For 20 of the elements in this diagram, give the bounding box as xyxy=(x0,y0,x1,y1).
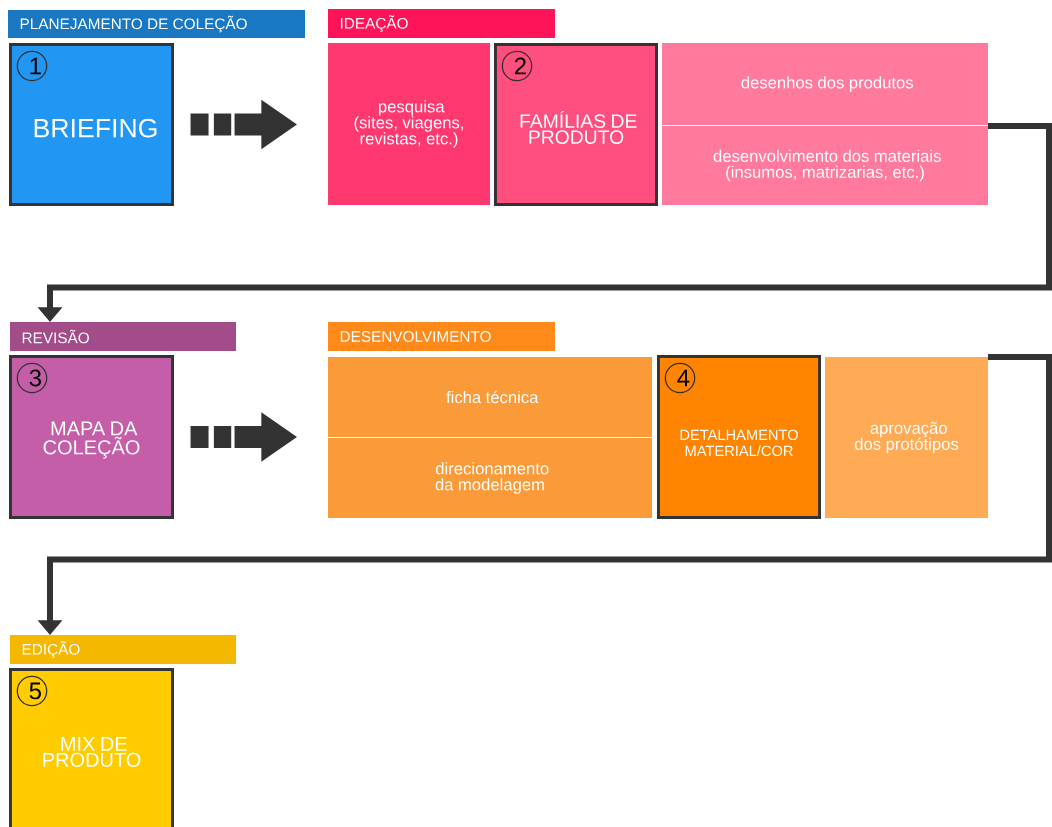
step-box: 2 FAMÍLIAS DE PRODUTO xyxy=(494,43,658,206)
section-band: REVISÃO xyxy=(10,322,236,351)
process-box: aprovação dos protótipos xyxy=(825,357,988,518)
step-box: 1 BRIEFING xyxy=(9,43,174,206)
step-box: 4 DETALHAMENTO MATERIAL/COR xyxy=(657,355,821,519)
process-box: ficha técnica xyxy=(328,357,652,437)
node-label: direcionamento da modelagem xyxy=(435,462,549,494)
process-box: desenvolvimento dos materiais (insumos, matrizarias, etc.) xyxy=(662,126,988,205)
process-box: pesquisa (sites, viagens, revistas, etc.) xyxy=(328,43,490,205)
step-box: 3 MAPA DA COLEÇÃO xyxy=(9,355,174,519)
section-band: DESENVOLVIMENTO xyxy=(328,322,555,351)
process-box: desenhos dos produtos xyxy=(662,43,988,125)
section-band: EDIÇÃO xyxy=(10,635,236,664)
step-box: 5 MIX DE PRODUTO xyxy=(9,668,174,827)
node-label: desenhos dos produtos xyxy=(741,76,914,92)
section-band: IDEAÇÃO xyxy=(328,9,555,38)
node-label: ficha técnica xyxy=(446,390,539,404)
section-band: PLANEJAMENTO DE COLEÇÃO xyxy=(8,10,305,38)
process-box: direcionamento da modelagem xyxy=(328,438,652,518)
node-label: desenvolvimento dos materiais (insumos, matrizarias, etc.) xyxy=(713,149,941,182)
